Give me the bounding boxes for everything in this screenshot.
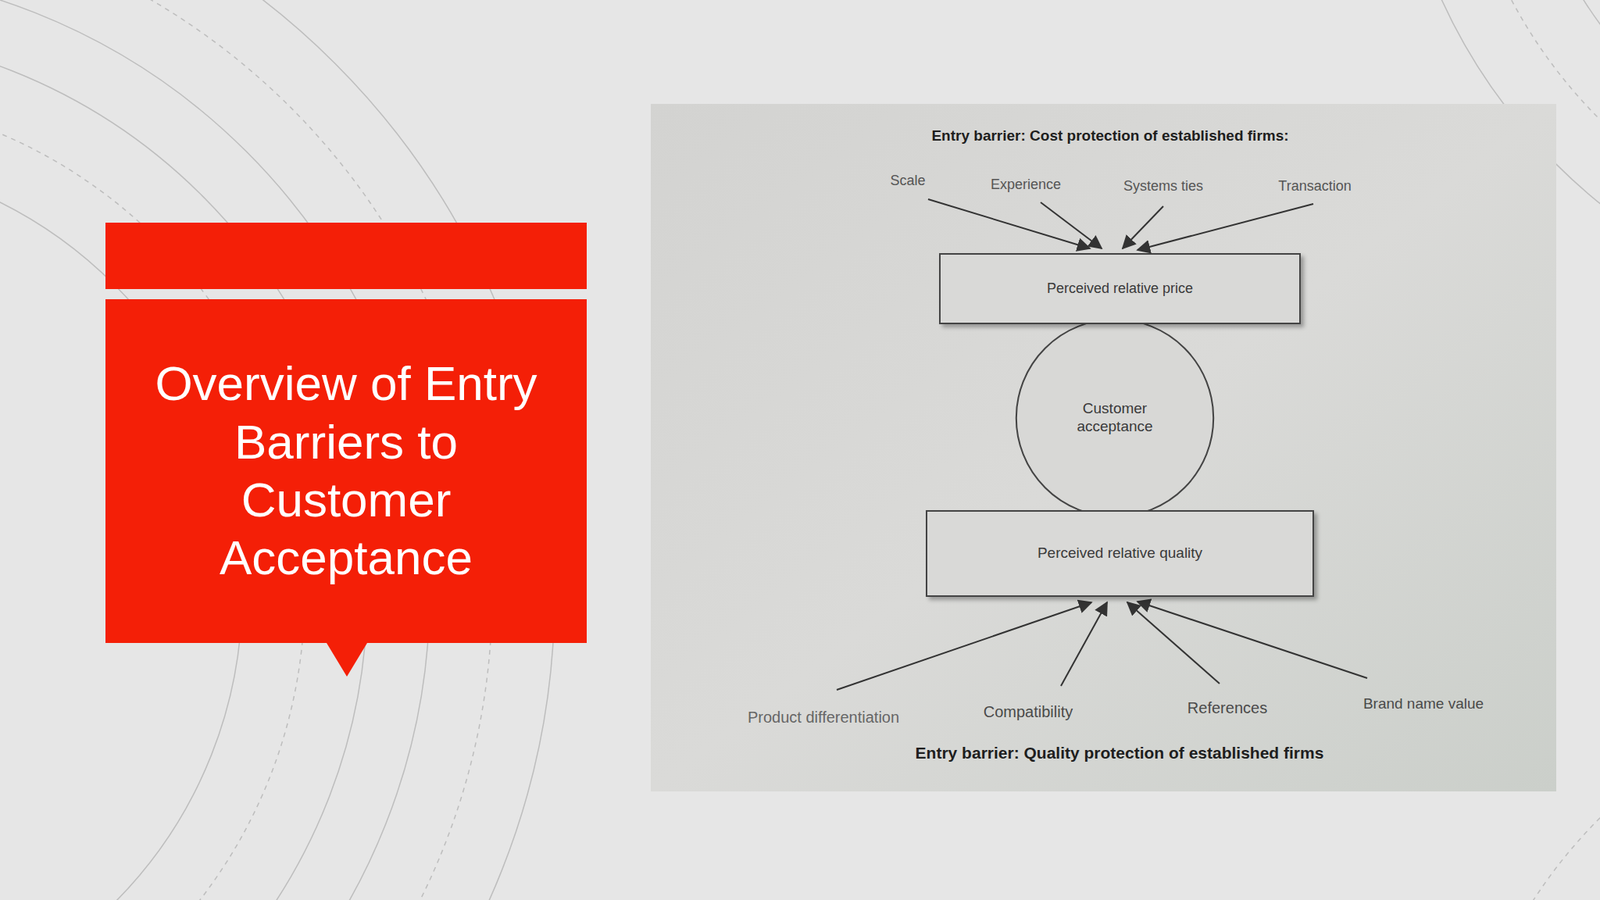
factor-label: Brand name value — [1363, 695, 1484, 713]
slide-title: Overview of Entry Barriers to Customer A… — [127, 354, 565, 588]
node-text: Customer acceptance — [1064, 400, 1166, 436]
photo-ground — [650, 103, 1557, 792]
factor-label: Experience — [990, 176, 1061, 193]
barrier-heading: Entry barrier: Quality protection of est… — [915, 743, 1325, 763]
node-text: Perceived relative price — [1046, 280, 1193, 298]
factor-label: Compatibility — [983, 703, 1073, 722]
acceptance-circle: Customer acceptance — [1014, 317, 1215, 518]
factor-label: Product differentiation — [747, 708, 900, 727]
barrier-heading: Entry barrier: Cost protection of establ… — [931, 127, 1289, 145]
factor-box: Perceived relative quality — [925, 510, 1315, 597]
arrow-lines — [836, 199, 1368, 690]
factor-label: References — [1187, 699, 1268, 718]
factor-box: Perceived relative price — [939, 253, 1301, 325]
callout-box — [105, 299, 587, 677]
node-text: Perceived relative quality — [1037, 544, 1203, 563]
factor-label: Scale — [889, 172, 925, 190]
factor-label: Transaction — [1278, 178, 1351, 195]
factor-label: Systems ties — [1123, 178, 1204, 195]
title-panel: Overview of Entry Barriers to Customer A… — [117, 299, 575, 643]
callout-bar — [105, 222, 587, 290]
